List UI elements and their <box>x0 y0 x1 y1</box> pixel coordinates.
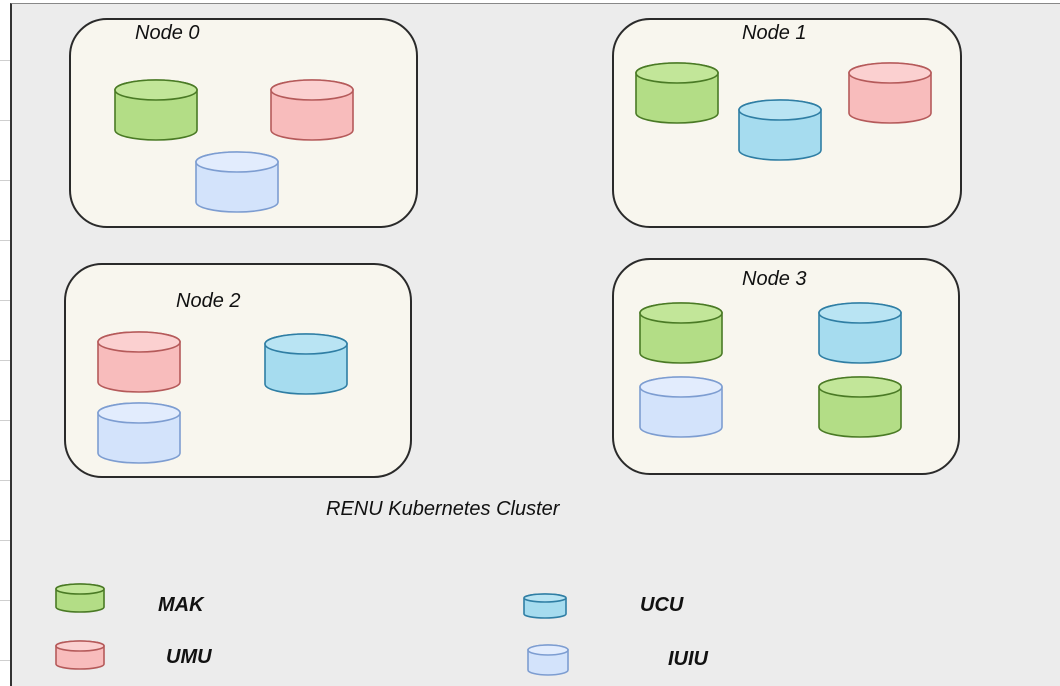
cluster-label: RENU Kubernetes Cluster <box>326 498 560 520</box>
legend-cylinder-umu-icon <box>55 640 105 670</box>
node-0-label: Node 0 <box>135 22 200 44</box>
legend-label-iuiu: IUIU <box>668 648 708 670</box>
legend-label-umu: UMU <box>166 646 212 668</box>
node-3-cylinder-iuiu-2 <box>639 376 723 438</box>
node-0-cylinder-iuiu-2 <box>195 151 279 213</box>
node-3-cylinder-mak-0 <box>639 302 723 364</box>
node-3-cylinder-ucu-1 <box>818 302 902 364</box>
node-3-cylinder-mak-3 <box>818 376 902 438</box>
node-2-label: Node 2 <box>176 290 241 312</box>
legend-cylinder-ucu-icon <box>523 593 567 619</box>
node-3-label: Node 3 <box>742 268 807 290</box>
legend-cylinder-iuiu-icon <box>527 644 569 676</box>
node-1-cylinder-ucu-1 <box>738 99 822 161</box>
node-1-cylinder-umu-2 <box>848 62 932 124</box>
node-2-cylinder-iuiu-2 <box>97 402 181 464</box>
node-0-cylinder-mak-0 <box>114 79 198 141</box>
left-margin-ticks <box>0 0 10 685</box>
legend-label-ucu: UCU <box>640 594 684 616</box>
legend-label-mak: MAK <box>158 594 204 616</box>
node-2-cylinder-ucu-1 <box>264 333 348 395</box>
node-1-cylinder-mak-0 <box>635 62 719 124</box>
node-3-box[interactable] <box>612 258 960 475</box>
node-0-cylinder-umu-1 <box>270 79 354 141</box>
node-1-label: Node 1 <box>742 22 807 44</box>
legend-cylinder-mak-icon <box>55 583 105 613</box>
node-2-cylinder-umu-0 <box>97 331 181 393</box>
